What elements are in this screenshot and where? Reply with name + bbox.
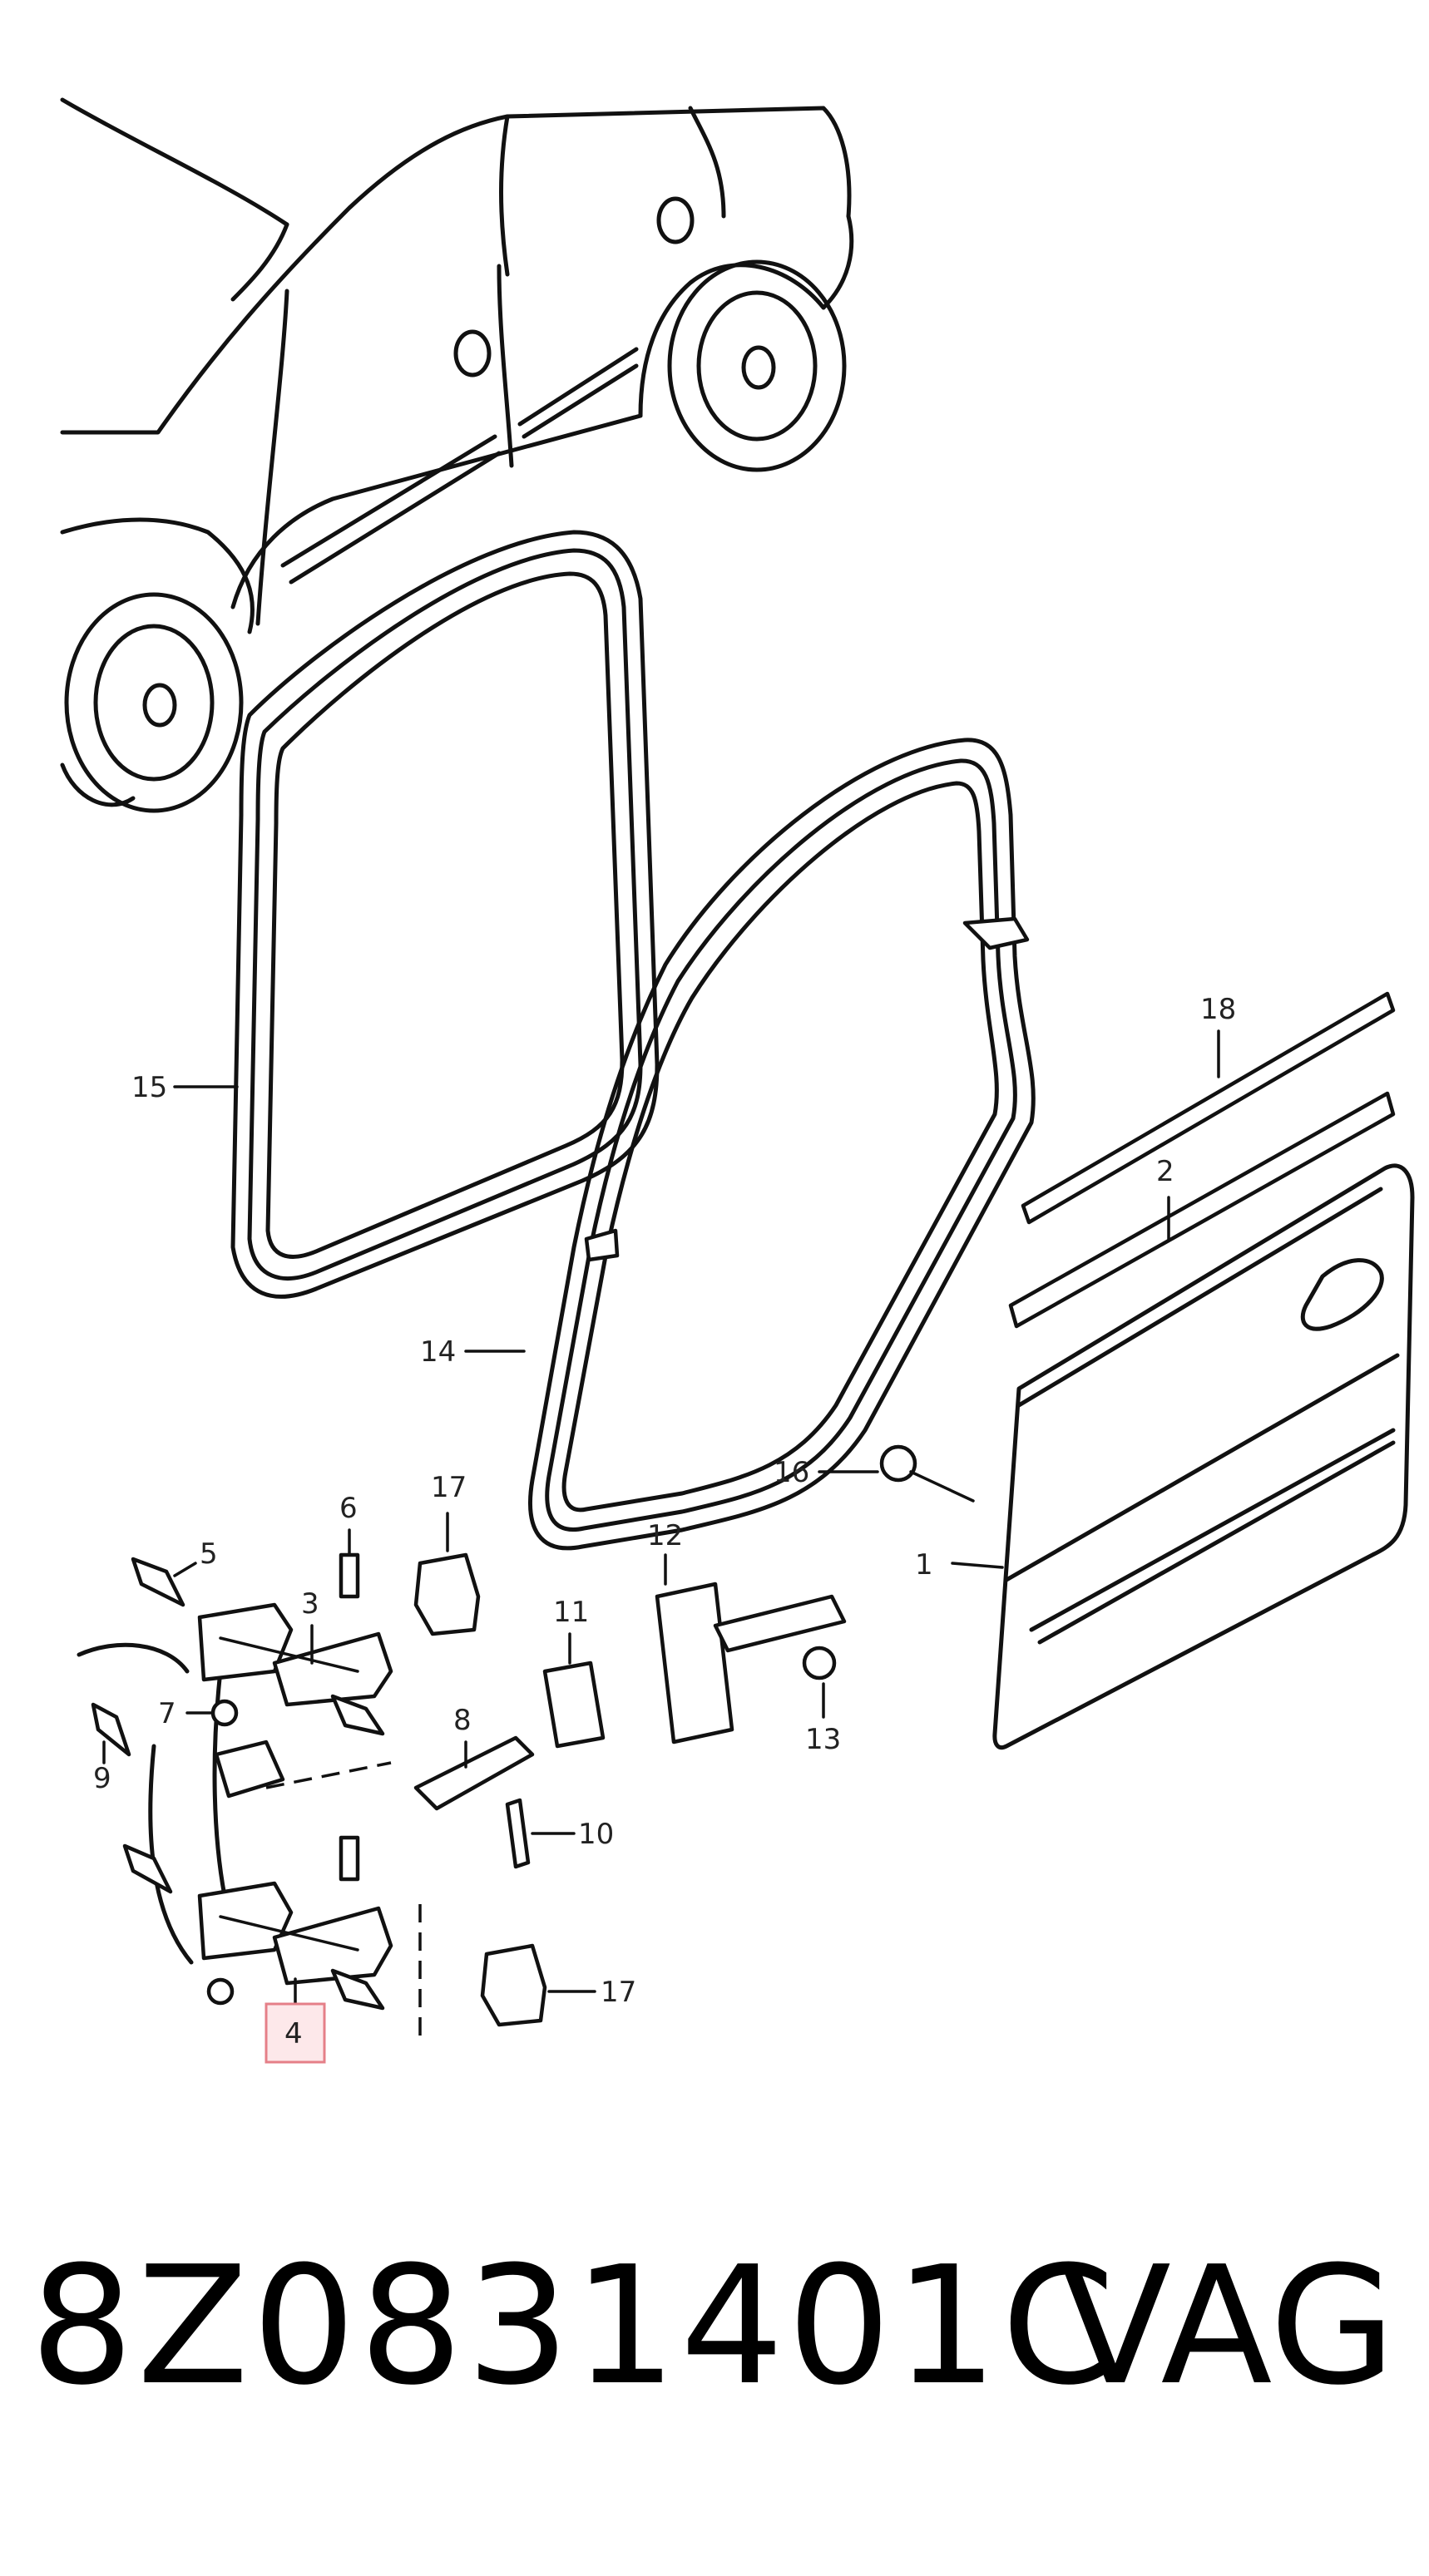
callout-12: 12 (647, 1519, 683, 1552)
callout-2: 2 (1156, 1155, 1174, 1188)
front-door-seal-14 (528, 738, 1036, 1551)
hinge-assembly (77, 1444, 917, 2046)
callout-3: 3 (301, 1587, 319, 1621)
front-door-shell-1 (992, 1163, 1415, 1750)
part-number-caption: 8Z0831401C (30, 2232, 1119, 2421)
callout-1: 1 (915, 1548, 933, 1582)
callout-8: 8 (453, 1704, 472, 1737)
car-body-illustration (60, 97, 854, 813)
door-hinge-exploded-diagram: 1 2 3 4 5 6 7 8 9 10 11 12 (60, 97, 1415, 2064)
callout-6: 6 (339, 1492, 358, 1525)
callout-17-upper: 17 (431, 1471, 467, 1504)
callout-11: 11 (553, 1596, 589, 1629)
callout-14: 14 (420, 1335, 456, 1369)
callout-4-highlight (265, 2002, 326, 2064)
callout-7: 7 (158, 1697, 176, 1730)
callout-9: 9 (93, 1762, 111, 1795)
brand-caption: VAG (1059, 2232, 1396, 2421)
callout-15: 15 (131, 1071, 167, 1104)
trim-strip-18 (1021, 991, 1396, 1225)
callout-labels: 1 2 3 4 5 6 7 8 9 10 11 12 (93, 993, 1236, 2064)
callout-4: 4 (284, 2017, 303, 2050)
callout-17-lower: 17 (601, 1976, 636, 2009)
callout-13: 13 (805, 1723, 841, 1756)
callout-5: 5 (200, 1537, 218, 1571)
callout-18: 18 (1200, 993, 1236, 1026)
callout-16: 16 (774, 1456, 809, 1489)
rear-door-seal-15 (230, 530, 660, 1299)
callout-10: 10 (578, 1818, 614, 1851)
trim-strip-2 (1008, 1091, 1396, 1329)
